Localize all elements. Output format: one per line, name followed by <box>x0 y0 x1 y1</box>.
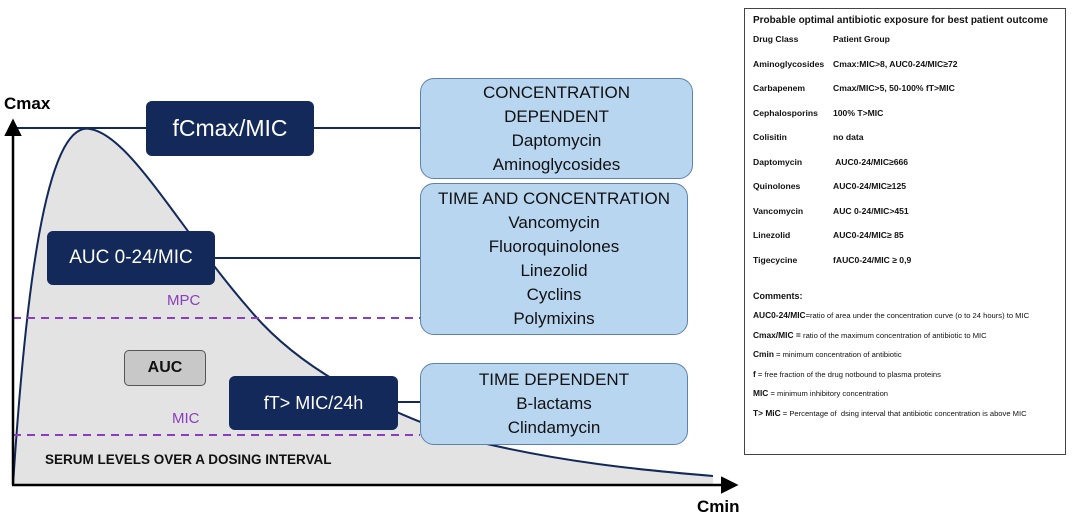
comment-item: T> MiC = Percentage of dsing interval th… <box>753 406 1057 422</box>
comments-title: Comments: <box>753 291 803 301</box>
drug-class-cell: Quinolones <box>753 181 801 191</box>
drug-class-cell: Vancomycin <box>753 205 804 216</box>
x-axis-label: Cmin <box>697 497 740 516</box>
comment-term: T> MiC <box>753 407 781 418</box>
comment-term: AUC0-24/MIC <box>753 310 806 320</box>
drug-class-cell: Carbapenem <box>753 83 806 93</box>
auc-label: AUC <box>147 359 183 376</box>
serum-levels-caption: SERUM LEVELS OVER A DOSING INTERVAL <box>45 452 332 467</box>
y-axis-label: Cmax <box>4 94 51 113</box>
group-title: DEPENDENT <box>504 106 609 126</box>
concentration-curve <box>13 128 713 485</box>
header-patient-group: Patient Group <box>833 34 890 44</box>
comment-term: f <box>753 368 756 379</box>
comment-item: f = free fraction of the drug notbound t… <box>753 367 1057 383</box>
target-cell: no data <box>833 132 864 142</box>
drug-item: Daptomycin <box>511 130 602 150</box>
comment-term: Cmin <box>753 349 774 359</box>
time-dependent-box: TIME DEPENDENT B-lactams Clindamycin <box>420 363 688 445</box>
header-drug-class: Drug Class <box>753 34 799 44</box>
comment-item: Cmax/MIC = ratio of the maximum concentr… <box>753 328 1057 344</box>
table-row: Linezolid AUC0-24/MIC≥ 85 <box>753 230 1057 255</box>
auc-0-24-mic-box: AUC 0-24/MIC <box>47 231 215 285</box>
table-row: Cephalosporins 100% T>MIC <box>753 108 1057 133</box>
target-cell: Cmax/MIC>5, 50-100% fT>MIC <box>833 83 955 93</box>
target-cell: AUC0-24/MIC≥125 <box>833 181 907 191</box>
target-cell: fAUC0-24/MIC ≥ 0,9 <box>833 254 912 265</box>
table-title: Probable optimal antibiotic exposure for… <box>753 15 1049 26</box>
fcmax-mic-label: fCmax/MIC <box>172 115 288 141</box>
table-row: Colisitin no data <box>753 132 1057 157</box>
drug-class-cell: Cephalosporins <box>753 107 818 118</box>
comment-text: =ratio of area under the concentration c… <box>805 311 1030 320</box>
ft-mic-label: fT> MIC/24h <box>263 392 364 413</box>
target-cell: 100% T>MIC <box>833 107 884 118</box>
comment-item: MIC = minimum inhibitory concentration <box>753 386 1057 402</box>
table-row: Aminoglycosides Cmax:MIC>8, AUC0-24/MIC≥… <box>753 59 1057 84</box>
time-and-concentration-box: TIME AND CONCENTRATION Vancomycin Fluoro… <box>420 183 688 335</box>
table-row: Daptomycin AUC0-24/MIC≥666 <box>753 157 1057 182</box>
mic-label: MIC <box>172 410 200 427</box>
drug-class-cell: Linezolid <box>753 230 791 240</box>
table-row: Quinolones AUC0-24/MIC≥125 <box>753 181 1057 206</box>
ft-mic-box: fT> MIC/24h <box>229 376 398 430</box>
drug-class-cell: Aminoglycosides <box>753 58 825 69</box>
group-title: TIME AND CONCENTRATION <box>437 189 671 208</box>
comment-text: ratio of the maximum concentration of an… <box>803 330 987 340</box>
comment-item: Cmin = minimum concentration of antibiot… <box>753 347 1057 363</box>
drug-item: Cyclins <box>526 285 582 304</box>
mpc-label: MPC <box>167 292 201 309</box>
antibiotic-exposure-table: Probable optimal antibiotic exposure for… <box>744 8 1066 455</box>
table-row: Tigecycine fAUC0-24/MIC ≥ 0,9 <box>753 255 1057 280</box>
concentration-dependent-box: CONCENTRATION DEPENDENT Daptomycin Amino… <box>420 78 693 179</box>
drug-class-cell: Colisitin <box>753 132 787 142</box>
table-row: Carbapenem Cmax/MIC>5, 50-100% fT>MIC <box>753 83 1057 108</box>
drug-item: Vancomycin <box>508 213 600 232</box>
pk-pd-diagram <box>4 118 739 494</box>
concentration-curve-line <box>12 127 714 486</box>
comment-text: = minimum concentration of antibiotic <box>773 350 902 359</box>
group-title: CONCENTRATION <box>482 82 630 102</box>
drug-item: Polymixins <box>513 309 595 328</box>
drug-item: Linezolid <box>520 261 588 280</box>
auc-0-24-mic-label: AUC 0-24/MIC <box>69 247 193 268</box>
target-cell: AUC0-24/MIC≥ 85 <box>833 230 904 240</box>
fcmax-mic-box: fCmax/MIC <box>146 101 314 156</box>
drug-class-cell: Daptomycin <box>753 156 803 167</box>
comment-text: = Percentage of dsing interval that anti… <box>780 408 1027 418</box>
drug-item: Clindamycin <box>507 418 601 437</box>
drug-item: Aminoglycosides <box>492 154 621 174</box>
comment-term: MIC <box>753 388 769 398</box>
target-cell: AUC0-24/MIC≥666 <box>833 156 909 167</box>
comment-text: = free fraction of the drug notbound to … <box>755 369 941 379</box>
comment-item: AUC0-24/MIC=ratio of area under the conc… <box>753 308 1057 324</box>
group-title: TIME DEPENDENT <box>478 370 630 389</box>
table-row: Vancomycin AUC 0-24/MIC>451 <box>753 206 1057 231</box>
drug-class-cell: Tigecycine <box>753 254 798 265</box>
target-cell: AUC 0-24/MIC>451 <box>833 205 909 216</box>
target-cell: Cmax:MIC>8, AUC0-24/MIC≥72 <box>833 58 958 69</box>
drug-item: B-lactams <box>516 394 592 413</box>
auc-box: AUC <box>124 350 206 386</box>
comment-term: Cmax/MIC = <box>753 329 804 340</box>
table-header-row: Drug Class Patient Group <box>753 34 1057 59</box>
comment-text: = minimum inhibitory concentration <box>768 389 889 398</box>
drug-item: Fluoroquinolones <box>488 237 620 256</box>
